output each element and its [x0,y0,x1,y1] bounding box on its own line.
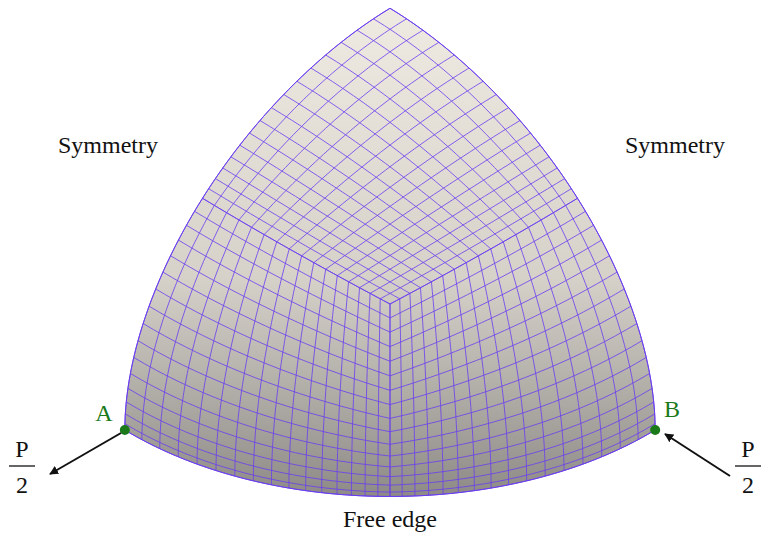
mesh-line [311,68,516,235]
point-label: B [664,397,680,421]
shell-mesh [120,8,660,496]
mesh-line [390,430,655,496]
mesh-line [365,293,370,496]
mesh-line [227,30,423,212]
mesh-line [186,225,390,332]
mesh-line [322,276,338,493]
mesh-line [231,157,432,282]
load-denominator: 2 [16,473,28,497]
mesh-line [390,240,602,347]
mesh-line [209,189,400,299]
load-denominator: 2 [742,473,754,497]
mesh-line [302,108,509,256]
mesh-line [215,179,410,294]
symmetry-label: Symmetry [58,133,158,157]
load-point [120,425,130,435]
mesh-line [264,68,469,235]
mesh-line [390,8,578,198]
mesh-line [235,242,277,476]
mesh-line [125,414,390,485]
symmetry-label: Symmetry [625,133,725,157]
load-point [650,425,660,435]
mesh-line [390,225,594,332]
mesh-line [390,304,391,496]
mesh-line [410,293,415,496]
shell-outline [125,8,655,496]
mesh-line [314,121,520,263]
mesh-line [171,256,390,361]
mesh-line [370,179,565,294]
load-arrow [665,434,730,476]
mesh-line [271,108,478,256]
mesh-line [380,189,571,299]
mesh-line [357,30,553,212]
mesh-line [125,430,390,496]
mesh-line [277,81,483,242]
mesh-line [390,357,646,444]
mesh-line [390,256,609,361]
mesh-line [390,341,642,432]
mesh-line [443,276,459,493]
mesh-line [400,299,402,497]
fraction-bar [735,465,761,466]
mesh-line [306,269,326,490]
point-label: A [95,401,112,425]
mesh-line [138,341,390,432]
mesh-line [337,282,349,494]
mesh-line [214,19,406,206]
mesh-line [431,282,443,494]
shell-surface [125,8,655,496]
mesh-line [349,157,550,282]
mesh-line [203,198,391,304]
mesh-line [130,373,390,456]
mesh-line [163,272,390,376]
mesh-line [351,288,359,496]
mesh-line [390,373,650,456]
mesh-line [260,121,466,263]
mesh-line [454,269,474,490]
mesh-line [390,414,655,485]
mesh-line [466,263,491,488]
load-numerator: P [741,437,754,461]
mesh-line [289,263,314,488]
mesh-line [390,198,578,304]
mesh-line [378,299,380,497]
load-arrow [50,433,121,474]
load-numerator: P [15,437,28,461]
mesh-line [203,8,391,198]
mesh-line [491,249,527,481]
mesh-line [390,272,617,376]
mesh-line [420,288,428,496]
fraction-bar [9,465,35,466]
mesh-line [390,304,391,496]
mesh-line [390,198,578,304]
mesh-line [503,242,545,476]
mesh-line [178,240,390,347]
mesh-line [203,198,391,304]
mesh-line [373,19,565,206]
edge-label: Free edge [343,507,437,531]
mesh-line [134,357,390,444]
mesh-line [297,81,503,242]
mesh-line [253,249,289,481]
